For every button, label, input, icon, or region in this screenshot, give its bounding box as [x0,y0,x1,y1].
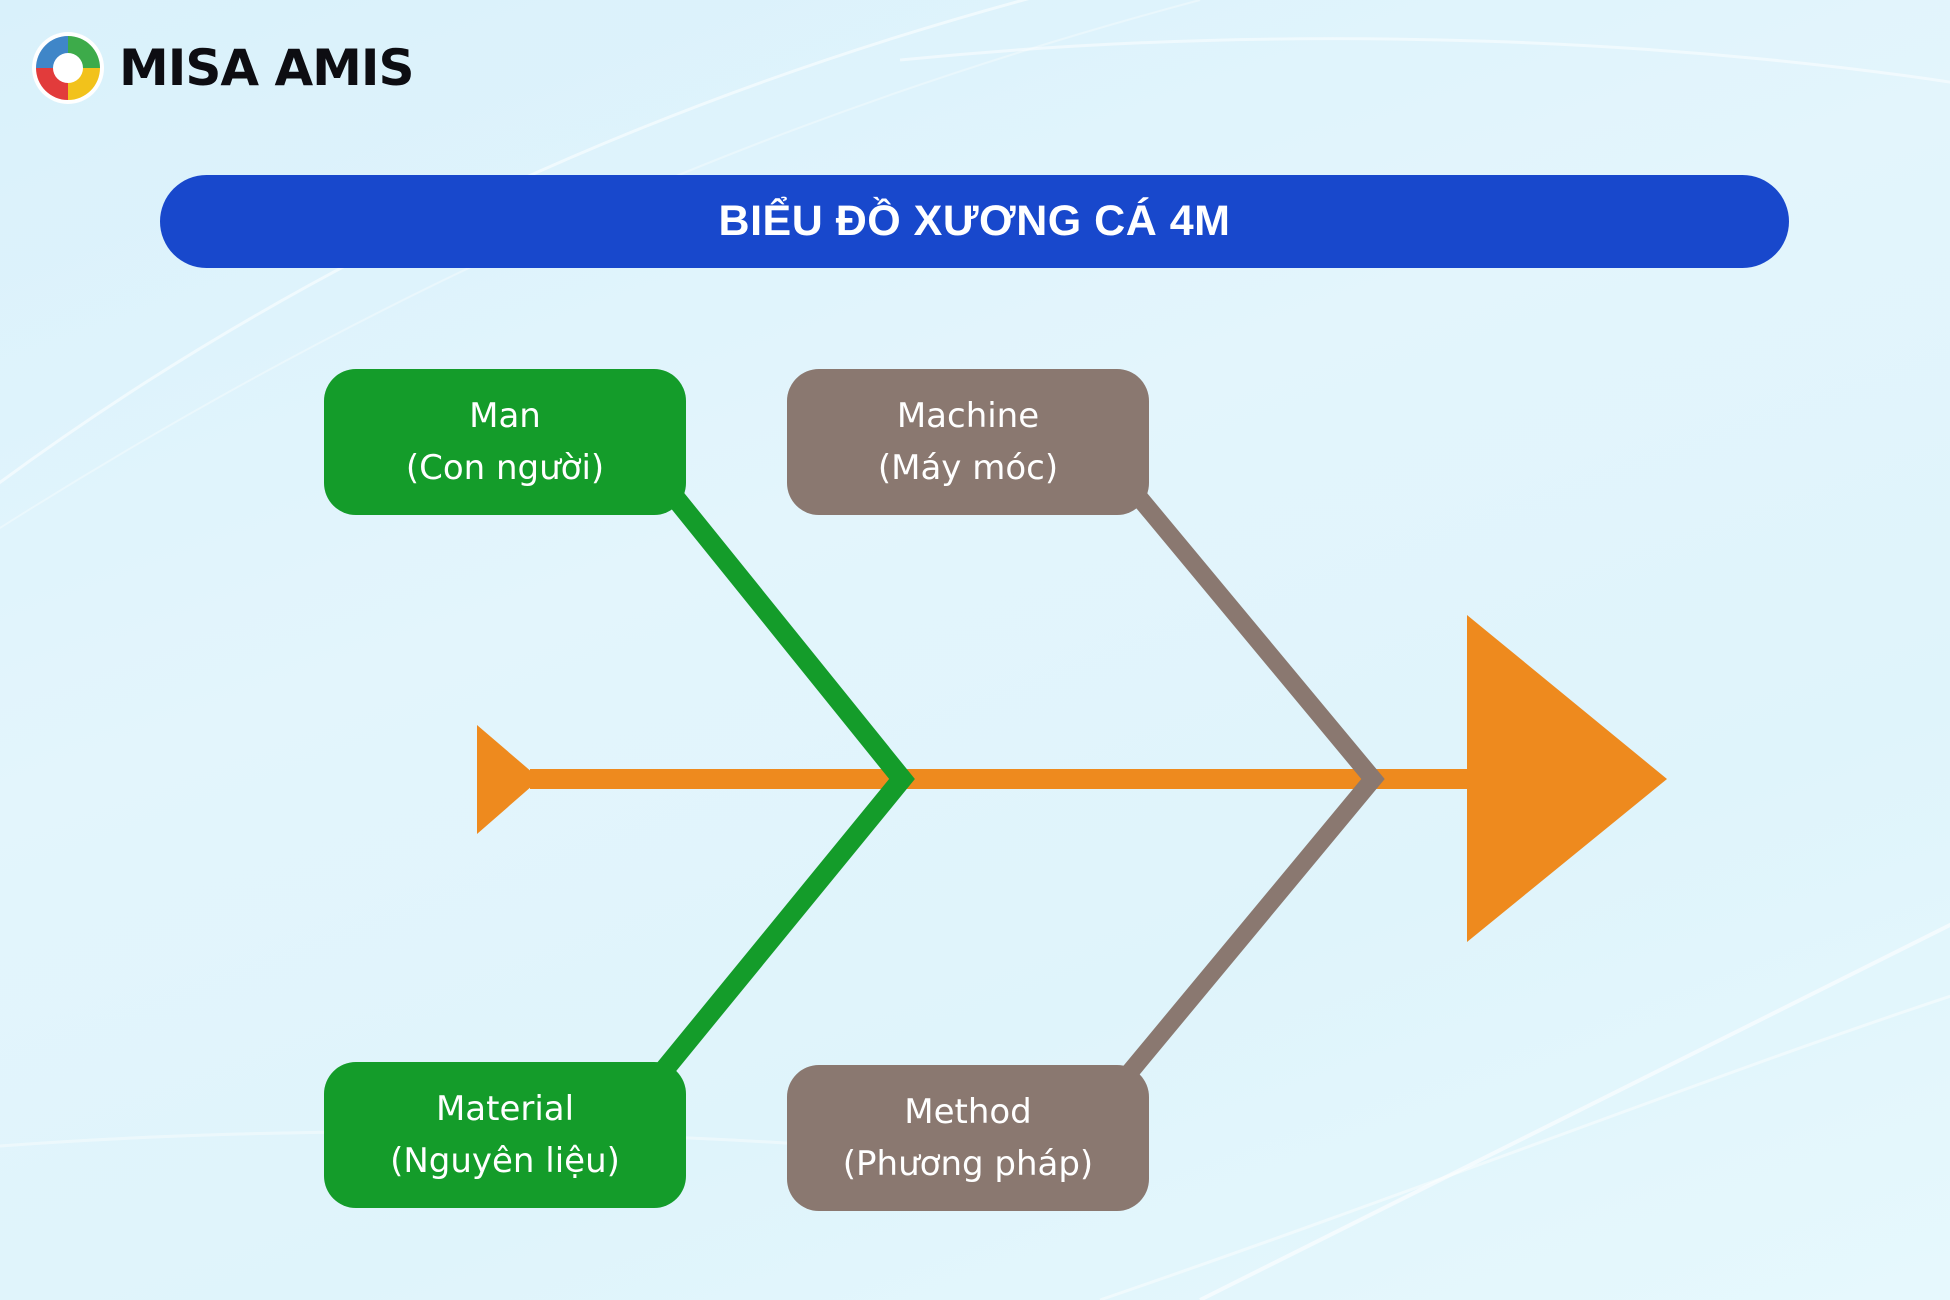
category-node-method: Method (Phương pháp) [787,1065,1149,1211]
category-node-machine: Machine (Máy móc) [787,369,1149,515]
node-sublabel: (Máy móc) [877,448,1059,488]
node-sublabel: (Nguyên liệu) [390,1141,620,1181]
bone-machine-method [1118,489,1385,1084]
fish-head-arrow [1467,615,1667,942]
node-label: Man [469,396,541,436]
node-label: Method [904,1092,1032,1132]
category-node-material: Material (Nguyên liệu) [324,1062,686,1208]
brand-logo: MISA AMIS [31,31,415,105]
category-node-man: Man (Con người) [324,369,686,515]
diagram-title: BIỂU ĐỒ XƯƠNG CÁ 4M [718,197,1231,245]
fish-tail [477,725,540,834]
bone-man-material [652,488,915,1082]
misa-amis-swirl-logo-icon [32,32,104,104]
title-banner: BIỂU ĐỒ XƯƠNG CÁ 4M [160,175,1789,268]
spine-line [530,769,1480,789]
node-label: Material [435,1089,575,1129]
node-label: Machine [896,396,1040,436]
node-sublabel: (Phương pháp) [842,1144,1094,1184]
brand-name: MISA AMIS [119,39,415,97]
node-sublabel: (Con người) [405,448,605,488]
